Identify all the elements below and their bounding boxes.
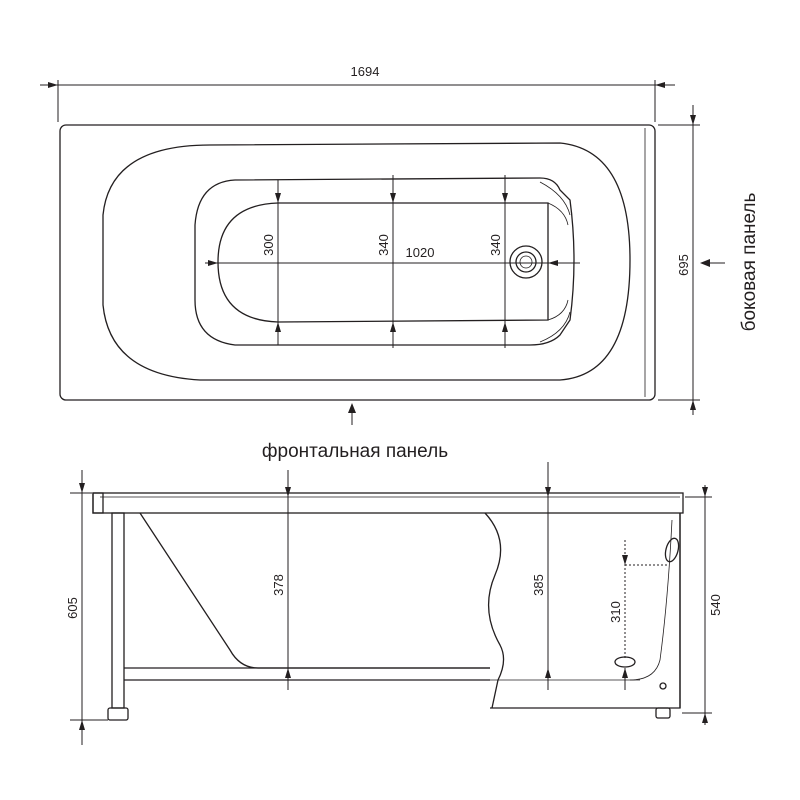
tub-body-right: [490, 513, 681, 709]
top-view: 1694 695 1020 300 340 340 боковая панель: [40, 64, 760, 462]
tub-inner-bowl: [102, 142, 631, 381]
tub-rim-side: [92, 492, 684, 514]
dim-depth-right: 385: [531, 574, 546, 596]
dim-width: 695: [676, 254, 691, 276]
dim-length: 1694: [351, 64, 380, 79]
tub-bottom-inner: [217, 202, 549, 323]
dim-total-height: 605: [65, 597, 80, 619]
side-panel-label: боковая панель: [739, 192, 760, 331]
front-panel-label: фронтальная панель: [262, 441, 448, 462]
tub-outer-rim: [59, 124, 656, 401]
dim-depth-left: 378: [271, 574, 286, 596]
drain-inner: [515, 251, 537, 273]
dim-width-right: 340: [488, 234, 503, 256]
dim-inner-length: 1020: [406, 245, 435, 260]
left-leg: [111, 512, 125, 709]
side-view: 310 605 378 385 540: [65, 462, 723, 745]
dim-tub-height: 540: [708, 594, 723, 616]
tub-body-left: [139, 512, 490, 669]
dim-width-left: 300: [261, 234, 276, 256]
section-cut-line: [484, 512, 505, 709]
tub-bottom: [194, 177, 575, 346]
dim-drain-height: 310: [608, 601, 623, 623]
dim-width-mid: 340: [376, 234, 391, 256]
drain-outer: [509, 245, 543, 279]
